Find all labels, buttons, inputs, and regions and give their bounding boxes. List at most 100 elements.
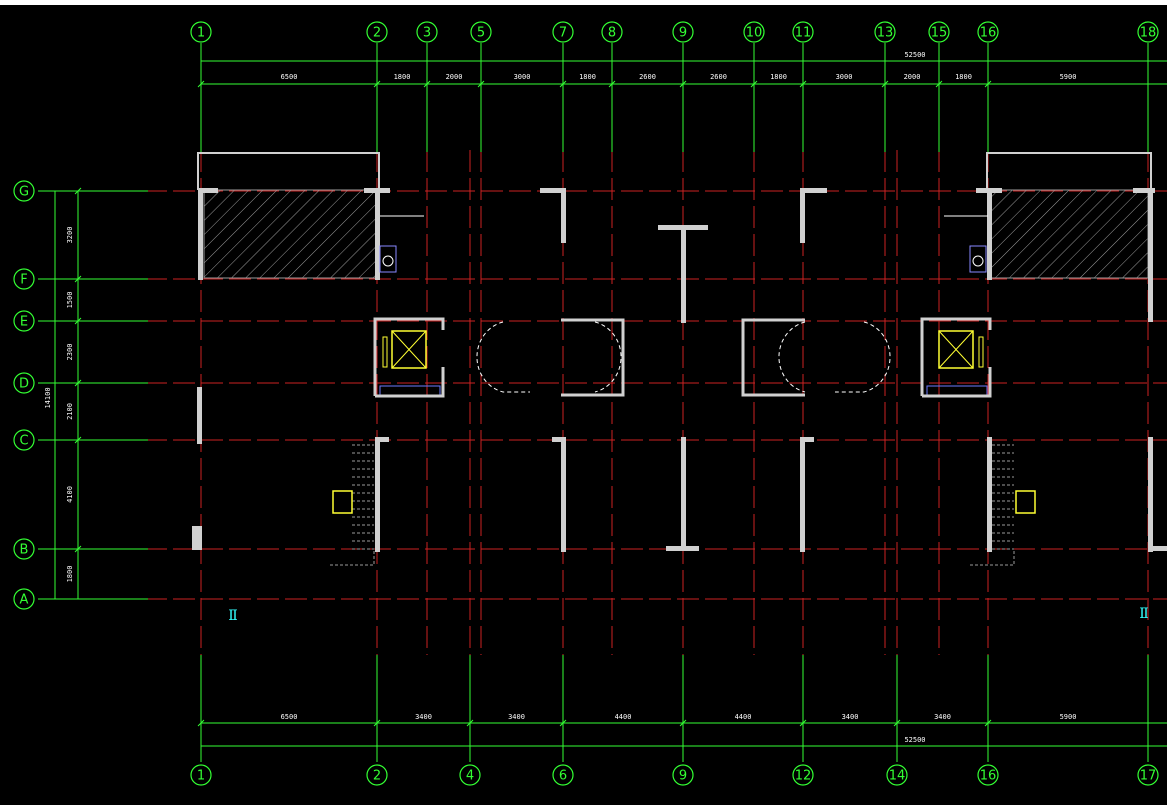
axis-bubble-bottom-label: 1 xyxy=(197,769,205,784)
wall-segment xyxy=(198,188,203,280)
elevator-left-cross xyxy=(391,330,427,369)
elevator-right-wall-bottom xyxy=(922,367,992,398)
axis-bubble-top-circle xyxy=(470,21,492,43)
dimension-text-bottom: 4400 xyxy=(735,713,752,721)
axis-bubble-top-circle xyxy=(1137,21,1159,43)
dimension-text-top: 3000 xyxy=(514,73,531,81)
dimension-text-bottom: 3400 xyxy=(842,713,859,721)
axis-bubble-top-circle xyxy=(366,21,388,43)
door-swing-arc xyxy=(594,321,622,393)
wall-segment xyxy=(197,387,202,444)
hatched-room-left xyxy=(203,189,377,279)
elevator-left-car xyxy=(391,330,427,369)
dimension-text-top: 1800 xyxy=(770,73,787,81)
dimension-text-bottom: 3400 xyxy=(934,713,951,721)
dimension-tick xyxy=(881,80,889,88)
elevator-left-door xyxy=(382,336,388,368)
axis-bubble-top-label: 11 xyxy=(795,26,812,41)
axis-bubble-row-circle xyxy=(13,372,35,394)
dimension-tick xyxy=(750,80,758,88)
axis-bubble-top-label: 8 xyxy=(608,26,616,41)
window-top-edge xyxy=(0,0,1167,5)
dimension-tick xyxy=(559,80,567,88)
dimension-tick xyxy=(679,80,687,88)
elevator-left-pit xyxy=(379,385,441,396)
axis-bubble-bottom-label: 12 xyxy=(795,769,812,784)
dimension-text-top-total: 52500 xyxy=(904,51,925,59)
axis-bubble-bottom-label: 4 xyxy=(466,769,474,784)
elevator-right-cross xyxy=(938,330,974,369)
axis-bubble-row-label: F xyxy=(20,273,27,288)
stair-right-landing xyxy=(970,550,1015,566)
wall-segment xyxy=(800,437,805,552)
axis-bubble-bottom-circle xyxy=(366,764,388,786)
dimension-text-top: 2600 xyxy=(710,73,727,81)
sink-left xyxy=(379,245,397,273)
dimension-text-bottom-total: 52500 xyxy=(904,736,925,744)
axis-bubble-top-label: 5 xyxy=(477,26,485,41)
axis-bubble-top-label: 15 xyxy=(931,26,948,41)
dimension-tick xyxy=(893,719,901,727)
axis-bubble-bottom-circle xyxy=(792,764,814,786)
dimension-text-bottom: 6500 xyxy=(281,713,298,721)
sink-basin-left xyxy=(382,255,394,267)
axis-bubble-top-label: 10 xyxy=(746,26,763,41)
dimension-tick xyxy=(935,80,943,88)
wall-segment xyxy=(561,188,566,243)
dimension-text-top: 5900 xyxy=(1060,73,1077,81)
door-swing-arc xyxy=(835,321,891,393)
dimension-tick xyxy=(74,275,82,283)
dimension-tick xyxy=(74,379,82,387)
elevator-right-car xyxy=(938,330,974,369)
axis-bubble-row-label: E xyxy=(20,315,28,330)
dimension-text-bottom: 5900 xyxy=(1060,713,1077,721)
elevator-right-wall xyxy=(920,317,992,396)
dimension-text-top: 6500 xyxy=(281,73,298,81)
section-mark-right: Ⅱ xyxy=(1139,606,1149,622)
dimension-text-left: 2100 xyxy=(66,403,74,420)
dimension-tick xyxy=(197,80,205,88)
axis-bubble-top-circle xyxy=(190,21,212,43)
dimension-tick xyxy=(477,80,485,88)
wall-segment xyxy=(987,188,992,280)
dimension-tick xyxy=(799,719,807,727)
wall-segment xyxy=(192,526,202,550)
axis-bubble-bottom-circle xyxy=(886,764,908,786)
dimension-tick xyxy=(559,719,567,727)
dimension-text-top: 2000 xyxy=(446,73,463,81)
axis-bubble-top-label: 13 xyxy=(877,26,894,41)
dimension-tick xyxy=(74,317,82,325)
axis-bubble-top-circle xyxy=(977,21,999,43)
dimension-text-left-total: 14100 xyxy=(44,387,52,408)
axis-bubble-row-label: G xyxy=(19,185,29,200)
axis-bubble-top-circle xyxy=(792,21,814,43)
door-swing-arc xyxy=(476,321,530,393)
wall-segment xyxy=(987,437,992,552)
axis-bubble-bottom-circle xyxy=(552,764,574,786)
axis-bubble-row-label: B xyxy=(20,543,29,558)
wall-segment xyxy=(375,188,380,280)
axis-bubble-bottom-label: 17 xyxy=(1140,769,1157,784)
axis-bubble-bottom-circle xyxy=(977,764,999,786)
dimension-text-top: 1800 xyxy=(955,73,972,81)
axis-bubble-row-circle xyxy=(13,538,35,560)
elevator-left-wall-bottom xyxy=(375,367,445,398)
axis-bubble-row-circle xyxy=(13,268,35,290)
axis-bubble-top-circle xyxy=(874,21,896,43)
dimension-tick xyxy=(984,80,992,88)
axis-grid-lines xyxy=(38,43,1167,762)
dimension-tick xyxy=(799,80,807,88)
axis-bubble-bottom-label: 2 xyxy=(373,769,381,784)
axis-bubble-row-label: A xyxy=(20,593,29,608)
dimension-tick xyxy=(466,719,474,727)
wall-segment xyxy=(800,437,814,442)
elevator-right-pit xyxy=(926,385,988,396)
dimension-text-top: 2000 xyxy=(904,73,921,81)
sink-right xyxy=(969,245,987,273)
axis-bubble-top-circle xyxy=(552,21,574,43)
axis-bubble-bottom-label: 6 xyxy=(559,769,567,784)
dimension-text-top: 1800 xyxy=(579,73,596,81)
dimension-text-left: 2300 xyxy=(66,344,74,361)
